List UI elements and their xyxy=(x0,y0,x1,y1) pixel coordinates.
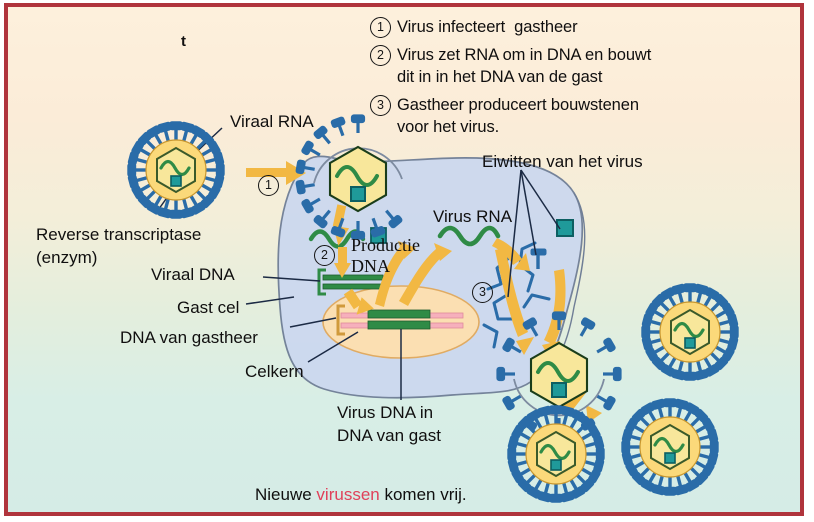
diagram-canvas xyxy=(127,114,739,503)
diagram-step-2-marker: 2 xyxy=(314,245,335,266)
label-viraal-rna: Viraal RNA xyxy=(230,112,314,131)
label-virus-rna: Virus RNA xyxy=(433,207,513,226)
diagram-step-1-marker: 1 xyxy=(258,175,279,196)
legend-step-1-marker: 1 xyxy=(370,17,391,38)
arrow-entry xyxy=(246,161,306,185)
leader-eiwitten-2 xyxy=(520,169,561,230)
leader-viraal-dna xyxy=(262,276,321,282)
legend-step-3-text: Gastheer produceert bouwstenen xyxy=(397,96,639,114)
stray-character: t xyxy=(181,33,186,50)
caption-nieuwe-virussen: Nieuwe virussen komen vrij. xyxy=(255,485,467,505)
leader-eiwitten-3 xyxy=(507,169,522,298)
arrow-assembly xyxy=(495,248,534,355)
virus-particle-released-2 xyxy=(507,405,605,503)
label-dna-van-gastheer: DNA van gastheer xyxy=(120,328,258,347)
label-celkern: Celkern xyxy=(245,362,304,381)
label-gast-cel: Gast cel xyxy=(177,298,240,317)
leader-celkern xyxy=(307,331,359,363)
legend-step-2-text: Virus zet RNA om in DNA en bouwt xyxy=(397,46,652,64)
virus-rna-produced xyxy=(437,225,501,247)
virus-particle-released-1 xyxy=(641,283,739,381)
label-productie: Productie xyxy=(351,235,420,255)
leader-gast-cel xyxy=(245,296,295,305)
virus-particle-released-3 xyxy=(621,398,719,496)
legend-step-2-marker: 2 xyxy=(370,45,391,66)
leader-eiwitten-1 xyxy=(520,169,537,256)
legend-step-3-marker: 3 xyxy=(370,95,391,116)
label-virus-dna-in: Virus DNA in xyxy=(337,403,434,422)
diagram-step-3-marker: 3 xyxy=(472,282,493,303)
label-virus-dna-van-gast: DNA van gast xyxy=(337,426,441,445)
protein-square-icon xyxy=(556,219,574,237)
legend-step-1-text: Virus infecteert gastheer xyxy=(397,18,578,36)
legend-step-2-text-cont: dit in in het DNA van de gast xyxy=(397,68,603,86)
label-reverse-transcriptase: Reverse transcriptase xyxy=(36,225,202,244)
caption-part-1: Nieuwe xyxy=(255,485,317,504)
legend-step-3-text-cont: voor het virus. xyxy=(397,118,500,136)
arrow-transcription xyxy=(399,243,452,306)
leader-dna-van-gastheer xyxy=(289,317,337,328)
caption-part-2: komen vrij. xyxy=(379,485,467,504)
entering-virus-spikes xyxy=(295,114,403,240)
label-reverse-transcriptase-enzym: (enzym) xyxy=(36,248,98,267)
virus-entering-cell xyxy=(295,114,403,240)
caption-highlight: virussen xyxy=(316,485,380,504)
label-productie-dna: DNA xyxy=(351,256,390,276)
label-viraal-dna: Viraal DNA xyxy=(151,265,235,284)
virus-particle-free-left xyxy=(127,121,225,219)
arrow-integration xyxy=(343,288,374,315)
host-dna-strand xyxy=(336,304,464,336)
figure-frame: t 1 Virus infecteert gastheer 2 Virus ze… xyxy=(4,3,804,516)
arrow-reverse-transcription xyxy=(334,247,351,278)
arrow-translation xyxy=(375,241,416,307)
label-eiwitten-van-het-virus: Eiwitten van het virus xyxy=(482,152,643,171)
arrow-rna-to-protein xyxy=(492,238,530,271)
